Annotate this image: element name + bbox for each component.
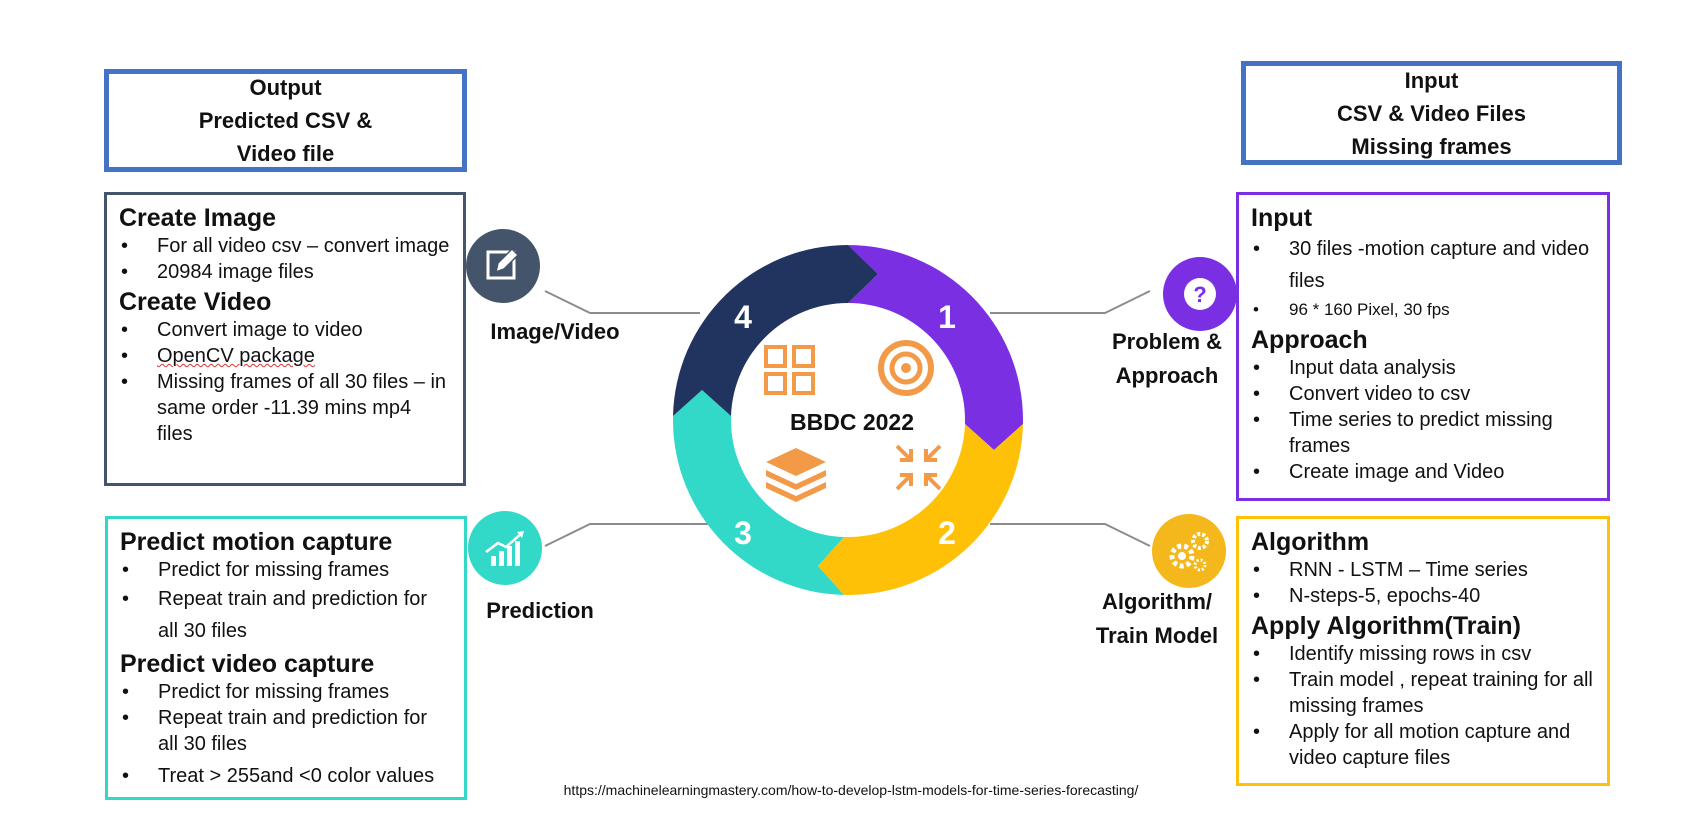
connector-prediction <box>544 523 720 547</box>
label-problem-line-2: Approach <box>1115 363 1219 388</box>
connector-image-video <box>544 290 700 314</box>
list-item: Time series to predict missing frames <box>1251 407 1595 459</box>
prediction-box: Predict motion capture Predict for missi… <box>105 516 467 800</box>
step-number-1: 1 <box>938 299 956 335</box>
list-item: For all video csv – convert image <box>119 233 451 259</box>
label-image-video: Image/Video <box>490 319 620 344</box>
algorithm-box: Algorithm RNN - LSTM – Time series N-ste… <box>1236 516 1610 786</box>
gears-icon <box>1152 514 1226 588</box>
edit-icon <box>466 229 540 303</box>
input-line-2: CSV & Video Files <box>1336 100 1527 126</box>
compress-icon <box>895 444 942 491</box>
list-item: Convert image to video <box>119 317 451 343</box>
grid-icon <box>764 345 815 395</box>
predict-video-list: Predict for missing frames Repeat train … <box>120 679 452 789</box>
list-item: Predict for missing frames <box>120 679 452 705</box>
cycle-ring <box>672 244 1023 595</box>
create-image-heading: Create Image <box>119 204 277 232</box>
list-item: Repeat train and prediction for all 30 f… <box>120 583 452 647</box>
output-line-3: Video file <box>236 141 335 166</box>
list-item: RNN - LSTM – Time series <box>1251 557 1595 583</box>
ring-segment-3 <box>672 390 844 595</box>
center-title: BBDC 2022 <box>790 409 914 435</box>
connector-lines <box>544 290 1151 547</box>
list-item: Identify missing rows in csv <box>1251 641 1595 667</box>
target-icon <box>878 340 934 396</box>
create-video-heading: Create Video <box>119 288 272 316</box>
label-problem-line-1: Problem & <box>1111 329 1223 354</box>
list-item: Input data analysis <box>1251 355 1595 381</box>
connector-algorithm <box>990 523 1151 547</box>
label-prediction: Prediction <box>486 598 594 623</box>
problem-approach-box: Input 30 files -motion capture and video… <box>1236 192 1610 501</box>
layers-icon <box>766 448 826 502</box>
opencv-text: OpenCV package <box>157 345 315 367</box>
svg-text:?: ? <box>1193 282 1206 307</box>
input-list: 30 files -motion capture and video files… <box>1251 233 1595 323</box>
approach-heading: Approach <box>1251 326 1368 354</box>
connector-problem <box>990 290 1151 314</box>
algorithm-heading: Algorithm <box>1251 528 1370 556</box>
ring-segment-1 <box>848 245 1023 450</box>
list-item: 20984 image files <box>119 259 451 285</box>
input-line-3: Missing frames <box>1351 133 1512 159</box>
list-item: Predict for missing frames <box>120 557 452 583</box>
predict-video-heading: Predict video capture <box>120 650 375 678</box>
step-number-3: 3 <box>734 515 752 551</box>
question-icon: ? <box>1163 257 1237 331</box>
list-item: Treat > 255and <0 color values <box>120 763 452 789</box>
ring-segment-2 <box>818 424 1023 595</box>
list-item: Convert video to csv <box>1251 381 1595 407</box>
algorithm-list: RNN - LSTM – Time series N-steps-5, epoc… <box>1251 557 1595 609</box>
list-item: N-steps-5, epochs-40 <box>1251 583 1595 609</box>
list-item: Train model , repeat training for all mi… <box>1251 667 1595 719</box>
apply-algorithm-list: Identify missing rows in csv Train model… <box>1251 641 1595 771</box>
predict-motion-list: Predict for missing frames Repeat train … <box>120 557 452 647</box>
output-title: Output <box>249 75 322 100</box>
list-item: 30 files -motion capture and video files <box>1251 233 1595 297</box>
predict-motion-heading: Predict motion capture <box>120 528 393 556</box>
input-title: Input <box>1404 67 1459 93</box>
list-item: Apply for all motion capture and video c… <box>1251 719 1595 771</box>
list-item: Repeat train and prediction for all 30 f… <box>120 705 452 757</box>
create-video-list: Convert image to video OpenCV package Mi… <box>119 317 451 447</box>
step-number-2: 2 <box>938 515 956 551</box>
list-item: Create image and Video <box>1251 459 1595 485</box>
label-algorithm-line-1: Algorithm/ <box>1102 589 1212 614</box>
output-line-2: Predicted CSV & <box>198 108 373 133</box>
create-image-list: For all video csv – convert image 20984 … <box>119 233 451 285</box>
list-item: OpenCV package <box>119 343 451 369</box>
approach-list: Input data analysis Convert video to csv… <box>1251 355 1595 485</box>
step-number-4: 4 <box>734 299 752 335</box>
label-algorithm-line-2: Train Model <box>1095 623 1219 648</box>
output-header-box: Output Predicted CSV & Video file <box>104 69 467 172</box>
input-heading: Input <box>1251 204 1313 232</box>
source-url: https://machinelearningmastery.com/how-t… <box>563 782 1139 798</box>
ring-segment-4 <box>673 244 878 416</box>
list-item: Missing frames of all 30 files – in same… <box>119 369 451 447</box>
label-algorithm-train: Algorithm/ Train Model <box>1082 585 1232 653</box>
label-problem-approach: Problem & Approach <box>1092 325 1242 393</box>
list-item: 96 * 160 Pixel, 30 fps <box>1251 297 1595 323</box>
chart-growth-icon <box>468 511 542 585</box>
apply-algorithm-heading: Apply Algorithm(Train) <box>1251 612 1521 640</box>
image-video-box: Create Image For all video csv – convert… <box>104 192 466 486</box>
input-header-box: Input CSV & Video Files Missing frames <box>1241 61 1622 165</box>
